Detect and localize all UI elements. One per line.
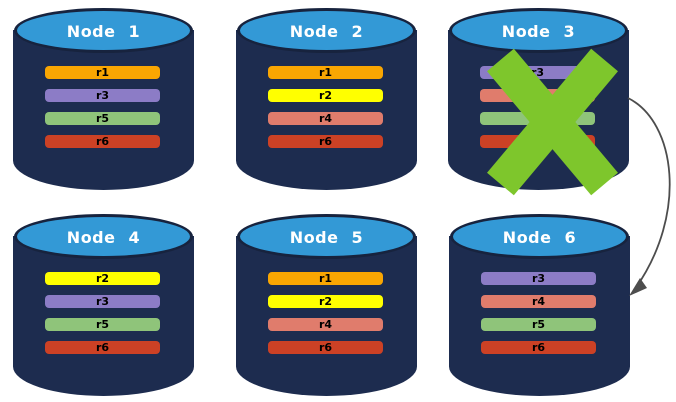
cylinder-body xyxy=(236,30,417,190)
replica-bar: r2 xyxy=(268,89,383,102)
replica-bar: r3 xyxy=(481,272,596,285)
cylinder-body xyxy=(13,236,194,396)
cylinder-top: Node 4 xyxy=(14,214,193,259)
cylinder-body xyxy=(236,236,417,396)
replica-bar: r1 xyxy=(268,66,383,79)
replica-bar: r6 xyxy=(268,341,383,354)
replica-bar: r5 xyxy=(45,318,160,331)
node-title: Node 4 xyxy=(66,227,141,247)
arrowhead-icon xyxy=(629,278,647,296)
replica-bar: r4 xyxy=(268,112,383,125)
node-5-cylinder: Node 5 r1 r2 r4 r6 xyxy=(236,214,417,396)
cylinder-top: Node 1 xyxy=(14,8,193,53)
replica-list: r3 r4 r5 r6 xyxy=(481,272,596,354)
cylinder-body xyxy=(449,236,630,396)
replica-list: r2 r3 r5 r6 xyxy=(45,272,160,354)
replica-bar: r1 xyxy=(268,272,383,285)
replica-bar: r6 xyxy=(268,135,383,148)
replica-bar: r2 xyxy=(45,272,160,285)
node-6-cylinder: Node 6 r3 r4 r5 r6 xyxy=(449,214,630,396)
replica-list: r1 r2 r4 r6 xyxy=(268,272,383,354)
node-2-cylinder: Node 2 r1 r2 r4 r6 xyxy=(236,8,417,190)
node-3-cylinder: Node 3 r3 r4 r5 r6 xyxy=(448,8,629,196)
node-1-cylinder: Node 1 r1 r3 r5 r6 xyxy=(13,8,194,190)
replica-bar: r3 xyxy=(45,295,160,308)
replica-bar: r2 xyxy=(268,295,383,308)
node-title: Node 3 xyxy=(501,21,576,41)
replica-bar: r3 xyxy=(45,89,160,102)
node-title: Node 6 xyxy=(502,227,577,247)
node-title: Node 5 xyxy=(289,227,364,247)
replica-list: r1 r2 r4 r6 xyxy=(268,66,383,148)
replica-bar: r6 xyxy=(481,341,596,354)
node-title: Node 2 xyxy=(289,21,364,41)
cylinder-top: Node 3 xyxy=(449,8,628,53)
replica-bar: r4 xyxy=(481,295,596,308)
replica-bar: r1 xyxy=(45,66,160,79)
cylinder-top: Node 2 xyxy=(237,8,416,53)
cylinder-body xyxy=(13,30,194,190)
replica-bar: r4 xyxy=(268,318,383,331)
replica-bar: r6 xyxy=(45,341,160,354)
node-4-cylinder: Node 4 r2 r3 r5 r6 xyxy=(13,214,194,396)
replica-list: r1 r3 r5 r6 xyxy=(45,66,160,148)
replica-bar: r6 xyxy=(45,135,160,148)
cylinder-top: Node 5 xyxy=(237,214,416,259)
replica-bar: r5 xyxy=(481,318,596,331)
replica-bar: r5 xyxy=(45,112,160,125)
node-title: Node 1 xyxy=(66,21,141,41)
cylinder-top: Node 6 xyxy=(450,214,629,259)
